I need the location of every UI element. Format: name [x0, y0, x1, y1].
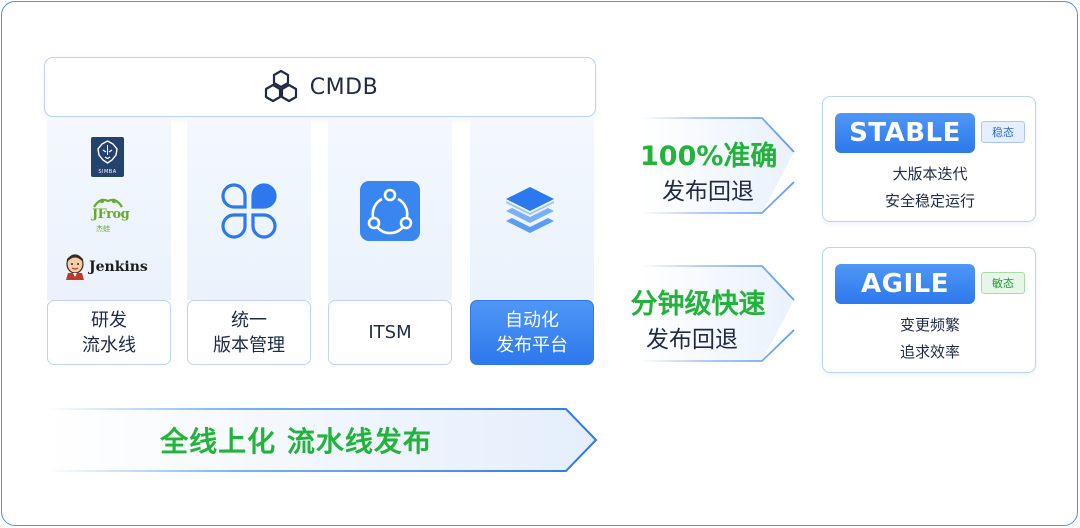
tag-stable: 稳态 — [981, 121, 1025, 143]
banner-arrow — [46, 408, 598, 472]
card-agile: AGILE 敏态 变更频繁 追求效率 — [822, 247, 1036, 373]
jenkins-logo-text: Jenkins — [89, 259, 148, 275]
card-stable: STABLE 稳态 大版本迭代 安全稳定运行 — [822, 96, 1036, 222]
middle-title-2: 分钟级快速 — [630, 289, 766, 320]
petals-icon — [221, 183, 277, 239]
cmdb-bar: CMDB — [44, 57, 596, 117]
chevron-arrow-icon — [640, 265, 795, 362]
pill-stable: STABLE — [835, 113, 975, 153]
label-itsm: ITSM — [328, 300, 452, 365]
pill-agile: AGILE — [835, 264, 975, 304]
card-stable-line-2: 安全稳定运行 — [884, 192, 975, 210]
layers-stack-icon — [506, 187, 554, 233]
middle-subtitle-1: 发布回退 — [662, 179, 754, 205]
chevron-arrow-icon — [640, 117, 795, 214]
card-stable-line-1: 大版本迭代 — [892, 165, 968, 183]
tag-agile: 敏态 — [981, 272, 1025, 294]
banner-text: 全线上化 流水线发布 — [160, 425, 432, 458]
middle-subtitle-2: 发布回退 — [646, 327, 738, 353]
label-release-platform: 自动化 发布平台 — [470, 300, 594, 365]
column-version-mgmt — [187, 119, 311, 300]
label-pipeline: 研发 流水线 — [47, 300, 171, 365]
label-version-mgmt: 统一 版本管理 — [187, 300, 311, 365]
simba-logo-text: SIMBA — [98, 169, 117, 175]
card-agile-line-1: 变更频繁 — [899, 316, 960, 334]
jenkins-logo: Jenkins — [64, 254, 148, 280]
jenkins-butler-icon — [66, 254, 84, 280]
cmdb-label: CMDB — [309, 74, 379, 100]
share-nodes-icon — [360, 181, 420, 241]
jfrog-logo: JFrog 杰蛙 — [90, 195, 130, 235]
middle-title-1: 100%准确 — [640, 141, 778, 172]
hexagon-cluster-icon — [264, 69, 297, 103]
simba-lion-logo: SIMBA — [91, 137, 124, 177]
jfrog-logo-text: JFrog — [92, 207, 130, 222]
card-agile-line-2: 追求效率 — [899, 343, 960, 361]
jfrog-logo-subtext: 杰蛙 — [96, 225, 110, 233]
